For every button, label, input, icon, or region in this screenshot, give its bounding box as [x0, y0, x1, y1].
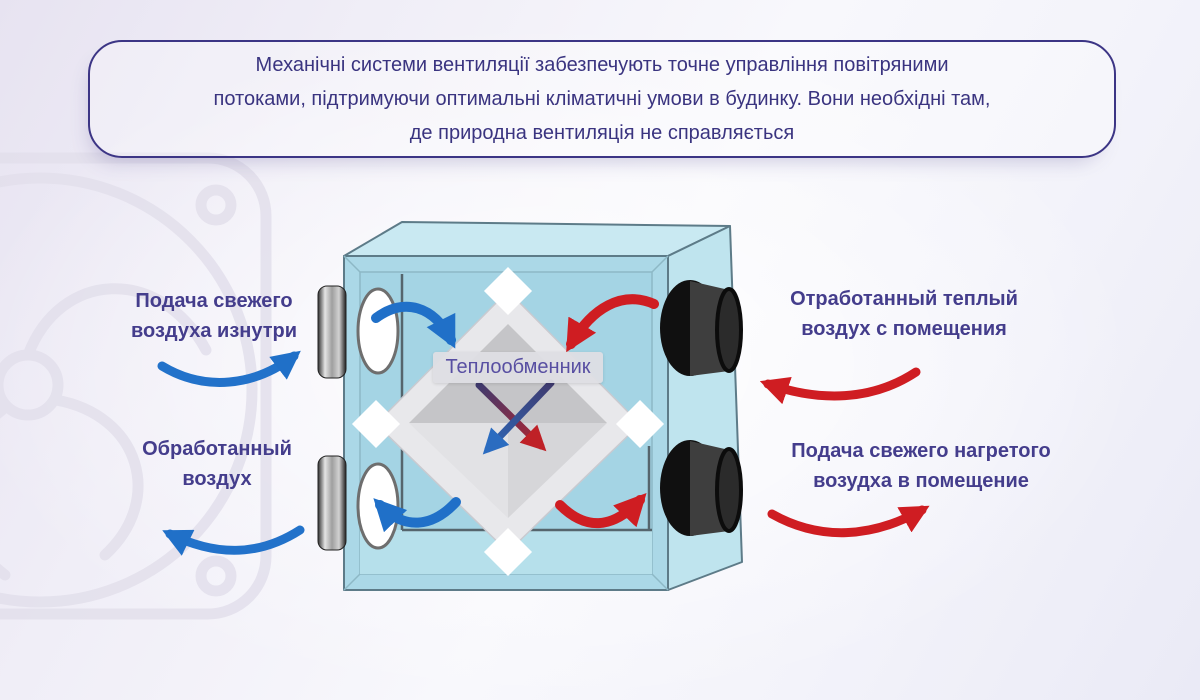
outer-airflow-arrows: [157, 350, 930, 556]
fresh-air-in-arrow: [157, 350, 301, 387]
header-line-1: Механічні системи вентиляції забезпечуют…: [255, 54, 949, 76]
warm-air-in-arrow: [759, 367, 921, 405]
label-exhaust-warm-air: Отработанный теплый воздух с помещения: [790, 288, 1018, 340]
core-corner-notches: [351, 266, 665, 577]
exhaust-in-arrow: [566, 294, 659, 353]
cross-flow-red-arrow: [475, 381, 547, 452]
fan-icon: [0, 152, 272, 620]
unit-airflow-arrows: [371, 294, 659, 533]
heat-exchanger-chip: Теплообменник: [433, 352, 603, 383]
label-heated-air-supply: Подача свежего нагретого возудха в помещ…: [791, 440, 1051, 492]
heated-air-out-arrow: [767, 505, 930, 538]
supply-in-arrow: [371, 301, 456, 349]
exhaust-out-arrow: [555, 492, 647, 529]
cross-flow-blue-arrow: [482, 379, 555, 455]
label-fresh-air-supply: Подача свежего воздуха изнутри: [130, 290, 298, 342]
header-line-3: де природна вентиляція не справляється: [409, 122, 795, 144]
right-duct-ports: [660, 280, 743, 536]
supply-out-arrow: [373, 497, 461, 533]
label-processed-air: Обработанный воздух: [142, 438, 292, 490]
processed-air-out-arrow: [162, 525, 305, 556]
header-line-2: потоками, підтримуючи оптимальні клімати…: [213, 88, 991, 110]
header-text-box: Механічні системи вентиляції забезпечуют…: [88, 40, 1116, 158]
left-duct-collars: [317, 285, 347, 551]
